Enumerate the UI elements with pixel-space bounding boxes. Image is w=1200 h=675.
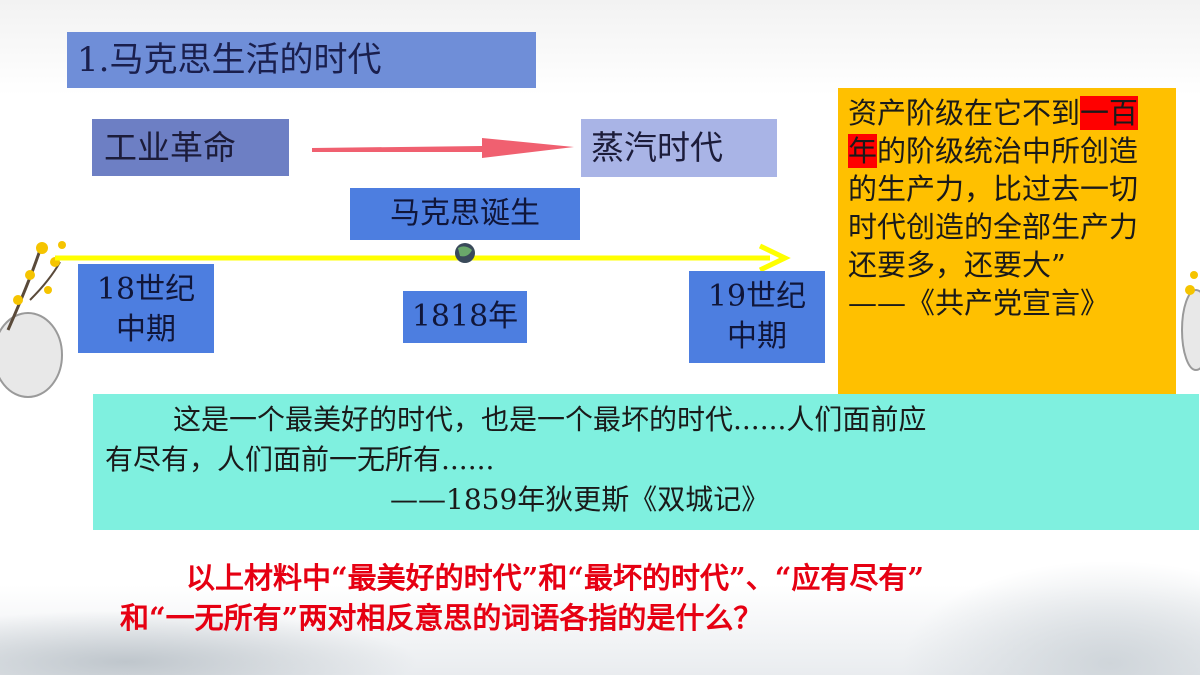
plum-blossom-vase-icon (0, 241, 66, 398)
question-line-1: 以上材料中“最美好的时代”和“最坏的时代”、“应有尽有” (186, 561, 925, 595)
manifesto-quote-box: 资产阶级在它不到一百年的阶级统治中所创造的生产力，比过去一切时代创造的全部生产力… (838, 88, 1176, 394)
quote-source: ——《共产党宣言》 (848, 286, 1110, 320)
discussion-question: 以上材料中“最美好的时代”和“最坏的时代”、“应有尽有” 和“一无所有”两对相反… (120, 558, 1180, 638)
timeline-start-line1: 18世纪 (96, 272, 196, 307)
progress-arrow (312, 138, 574, 158)
tale-line-2: 有尽有，人们面前一无所有...... (105, 443, 495, 476)
timeline-year-label: 1818年 (403, 291, 527, 343)
quote-text-before: 资产阶级在它不到 (848, 96, 1081, 130)
plum-blossom-icon (1181, 271, 1200, 371)
timeline-end-line1: 19世纪 (707, 279, 807, 314)
steam-age-box: 蒸汽时代 (581, 119, 777, 177)
timeline-start-label: 18世纪 中期 (78, 264, 214, 353)
question-line-2: 和“一无所有”两对相反意思的词语各指的是什么？ (120, 601, 763, 635)
ink-wash-decoration (0, 610, 420, 675)
timeline-end-label: 19世纪 中期 (689, 271, 825, 363)
ink-wash-decoration (900, 560, 1200, 675)
quote-highlight: 一 (1080, 96, 1110, 130)
tale-source: ——1859年狄更斯《双城记》 (390, 483, 770, 516)
quote-text-after: 的阶级统治中所创造的生产力，比过去一切时代创造的全部生产力还要多，还要大” (848, 134, 1139, 282)
globe-icon (455, 243, 475, 263)
timeline-arrow (55, 243, 791, 273)
marx-birth-box: 马克思诞生 (350, 188, 580, 240)
timeline-start-line2: 中期 (116, 312, 176, 347)
industrial-revolution-box: 工业革命 (92, 119, 289, 176)
page-title: 1.马克思生活的时代 (67, 32, 536, 88)
timeline-end-line2: 中期 (727, 319, 787, 354)
tale-of-two-cities-box: 这是一个最美好的时代，也是一个最坏的时代......人们面前应 有尽有，人们面前… (93, 394, 1199, 530)
tale-line-1: 这是一个最美好的时代，也是一个最坏的时代......人们面前应 (173, 403, 927, 436)
